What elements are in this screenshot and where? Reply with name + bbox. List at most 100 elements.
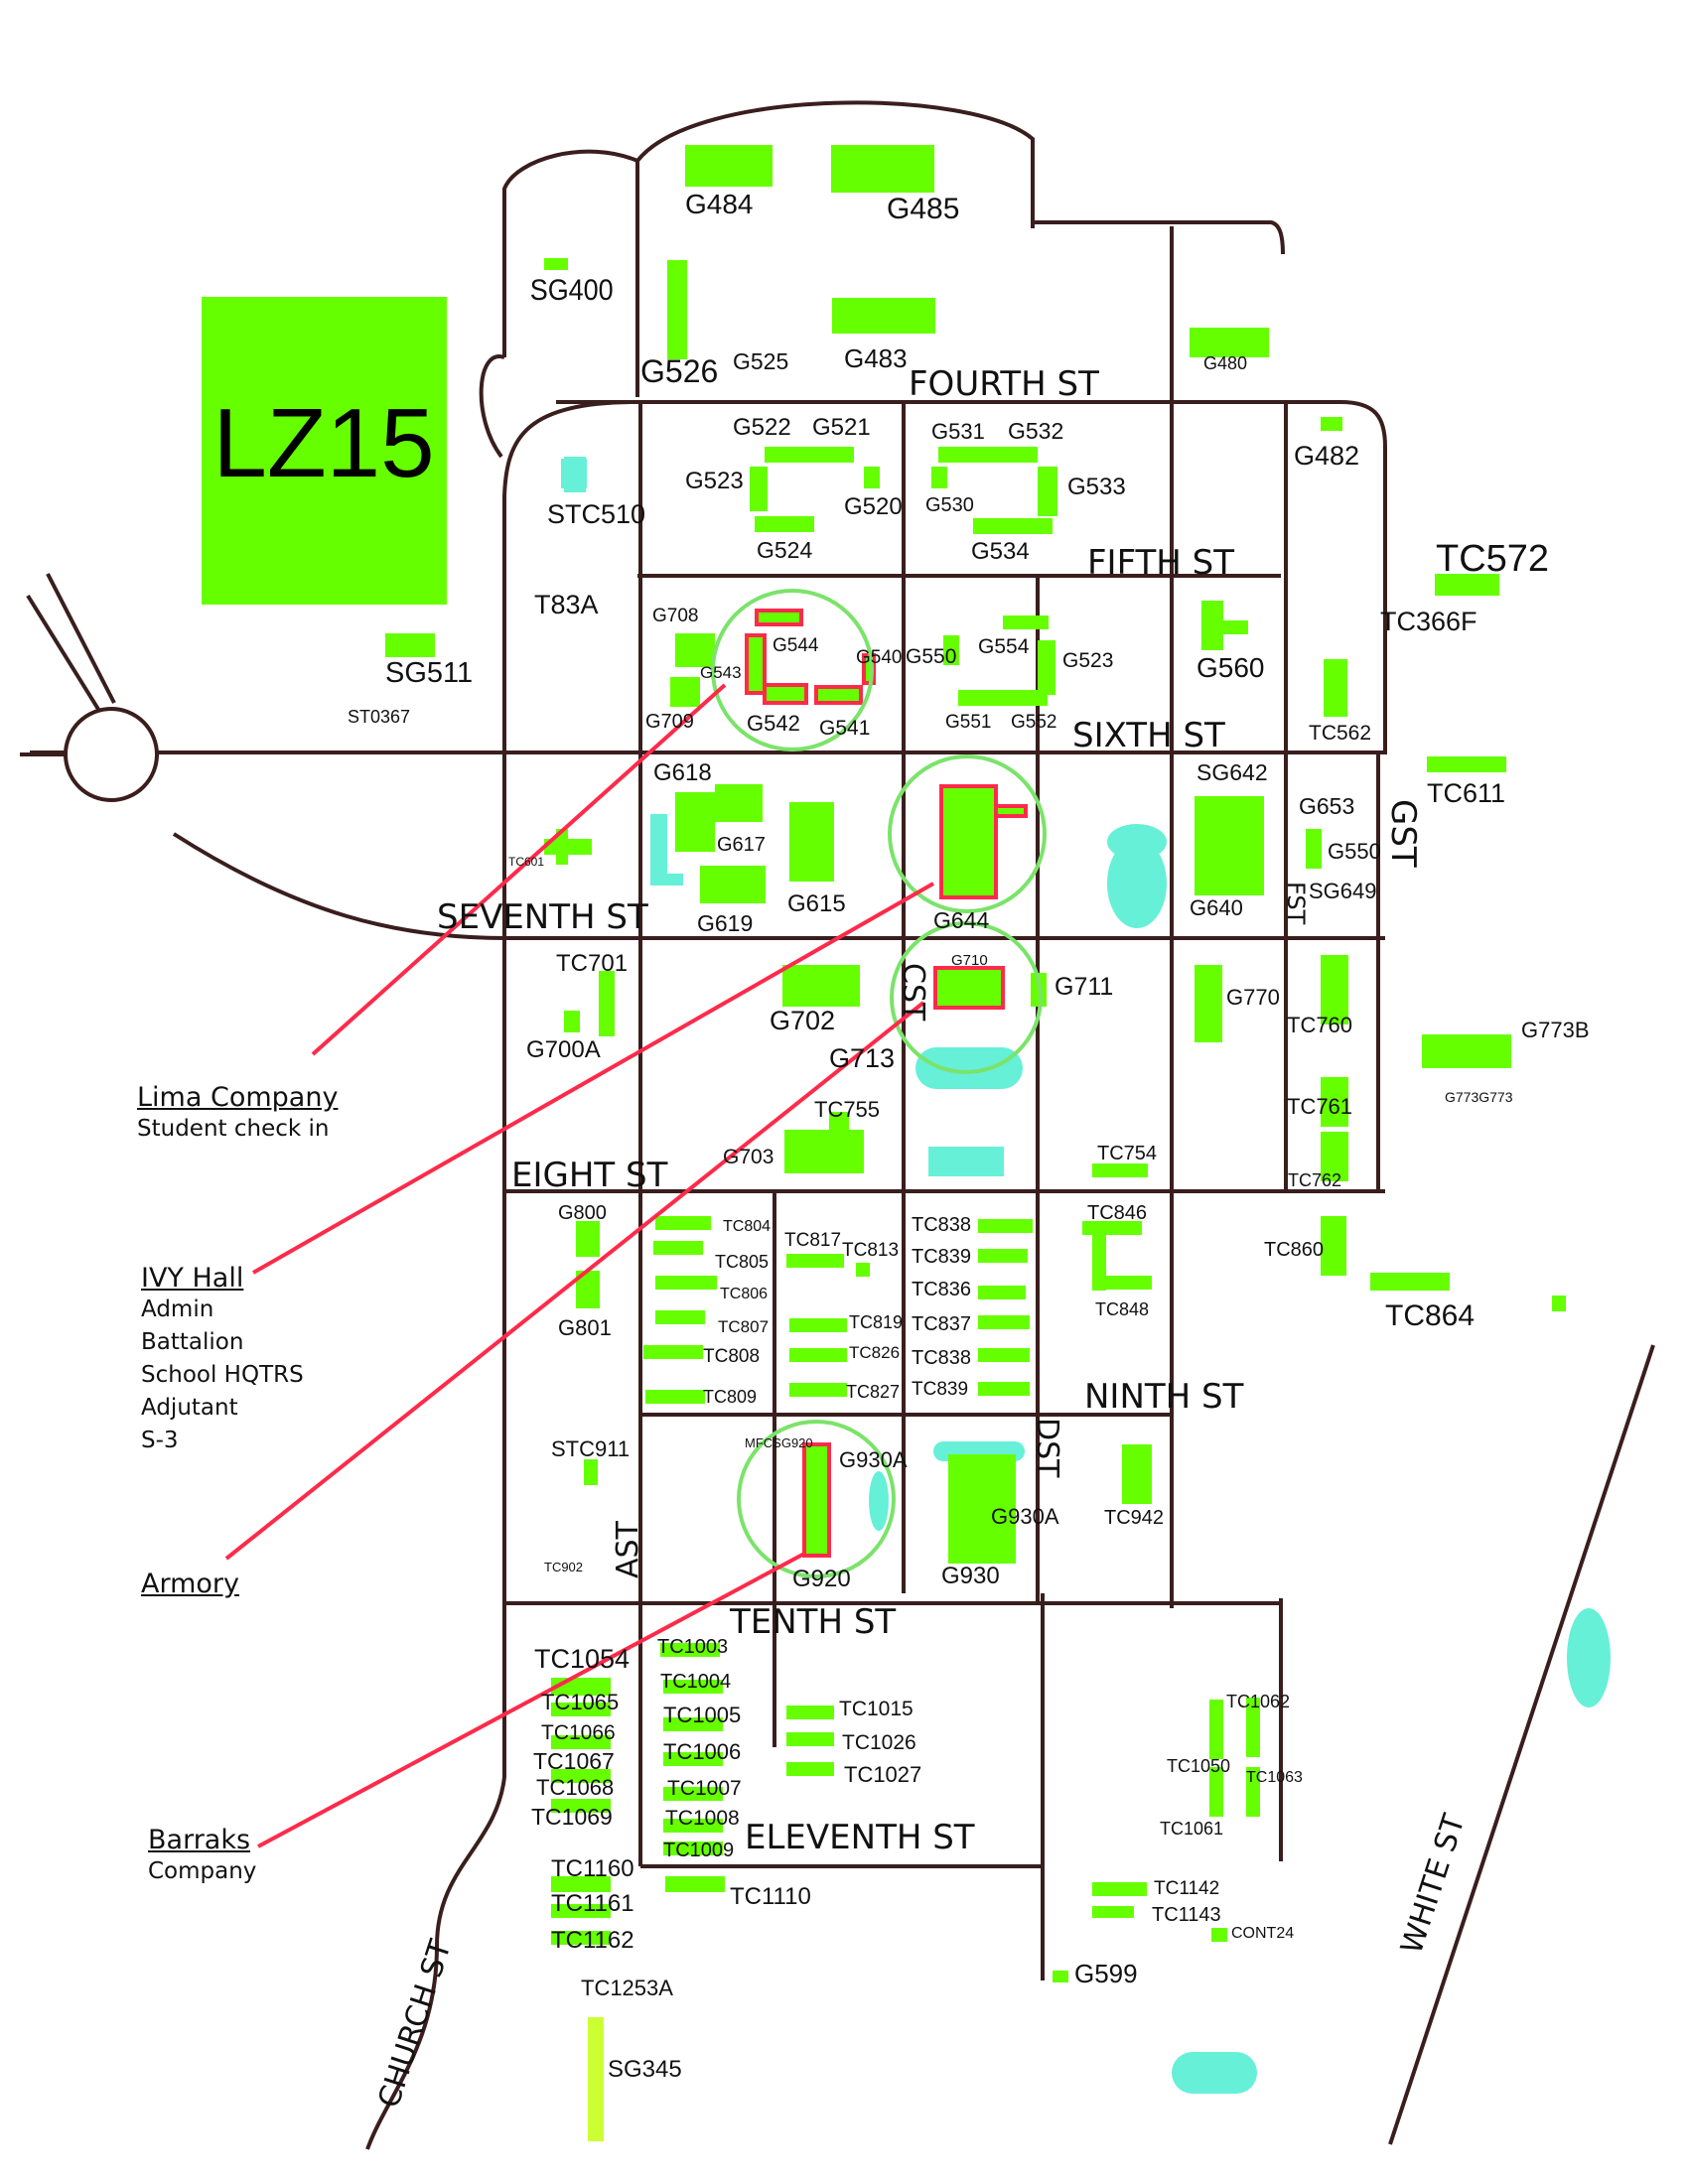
building-tc1063 [1246, 1698, 1260, 1757]
building-tc1026 [786, 1732, 834, 1746]
label-tc1160: TC1160 [551, 1855, 634, 1882]
label-tc1142: TC1142 [1154, 1878, 1219, 1899]
label-g653: G653 [1299, 793, 1354, 819]
building-tc1061 [1246, 1767, 1260, 1817]
label-st0367: ST0367 [348, 707, 410, 727]
circle-barracks [737, 1420, 896, 1578]
building-g551 [958, 690, 1048, 706]
building-g484 [685, 145, 773, 187]
label-tc760: TC760 [1287, 1013, 1352, 1037]
building-tc761 [1321, 1077, 1348, 1127]
label-g801: G801 [558, 1315, 612, 1340]
label-tc1161: TC1161 [551, 1890, 634, 1917]
highlight-g543 [745, 633, 767, 695]
building-tc805 [653, 1241, 703, 1255]
building-tc1110 [665, 1876, 725, 1892]
label-g482: G482 [1294, 441, 1359, 471]
label-g531: G531 [931, 419, 985, 444]
label-tc1054: TC1054 [534, 1644, 630, 1674]
building-sg511 [385, 633, 435, 657]
label-cont24: CONT24 [1231, 1925, 1294, 1942]
label-g526: G526 [640, 353, 718, 389]
building-tc754 [1092, 1163, 1148, 1177]
label-tc839b: TC839 [912, 1379, 968, 1400]
legend-lima-line: Student check in [137, 1116, 330, 1142]
label-tc1015: TC1015 [839, 1698, 914, 1720]
building-g534 [973, 518, 1053, 534]
building-tc1006 [663, 1752, 723, 1766]
label-tc819: TC819 [849, 1312, 903, 1332]
circle-lima [711, 589, 874, 751]
road-network [20, 100, 1387, 2150]
label-tc366f: TC366F [1380, 607, 1477, 636]
label-g534: G534 [971, 538, 1030, 565]
label-g920: G920 [792, 1566, 851, 1592]
building-tc806 [655, 1276, 717, 1290]
label-g530: G530 [925, 494, 974, 516]
legend-lima-title: Lima Company [137, 1082, 339, 1113]
building-g526 [667, 260, 687, 359]
label-sg649: SG649 [1309, 879, 1377, 903]
building-tc1066 [551, 1703, 611, 1716]
label-g543: G543 [700, 663, 742, 682]
label-g930: G930 [941, 1563, 1000, 1589]
highlight-g544 [755, 609, 803, 626]
label-tc1004: TC1004 [660, 1671, 731, 1693]
label-tc572: TC572 [1436, 538, 1549, 580]
street-c: CST [896, 963, 930, 1022]
lz15-area [202, 297, 447, 605]
label-g617: G617 [717, 834, 766, 856]
building-tc760 [1321, 955, 1348, 1024]
building-tc1027 [786, 1762, 834, 1776]
building-g550b [1306, 829, 1322, 869]
label-g773b: G773B [1521, 1018, 1590, 1042]
building-g520 [864, 467, 880, 488]
label-sg345: SG345 [608, 2056, 682, 2083]
roundabout-roads [26, 573, 159, 802]
water-pool-f [869, 1471, 889, 1531]
label-g552: G552 [1011, 712, 1056, 733]
legend-barracks-line: Company [148, 1858, 257, 1884]
building-tc848 [1102, 1276, 1152, 1290]
building-g615 [789, 802, 834, 882]
legend-ivy-line: School HQTRS [141, 1362, 304, 1388]
building-tc1050 [1209, 1767, 1223, 1817]
label-tc805: TC805 [715, 1252, 769, 1272]
building-g599 [1053, 1971, 1068, 1982]
label-g520: G520 [844, 493, 903, 520]
building-tc807 [655, 1310, 705, 1324]
label-g560: G560 [1196, 652, 1265, 683]
label-tc1008: TC1008 [665, 1807, 740, 1830]
building-tc837 [978, 1315, 1030, 1329]
label-tc701: TC701 [556, 950, 628, 977]
building-tc601b [556, 829, 568, 865]
label-stc510: STC510 [547, 499, 645, 529]
label-g521: G521 [812, 414, 871, 441]
building-g554 [1003, 615, 1049, 629]
legend-armory-title: Armory [141, 1569, 239, 1599]
white-street-road [1388, 1344, 1655, 2145]
legend-ivy-line: Admin [141, 1297, 214, 1322]
label-t83a: T83A [534, 590, 599, 619]
label-g544: G544 [773, 635, 819, 656]
building-tc1161 [551, 1904, 611, 1918]
building-g709 [670, 677, 700, 707]
building-tc1062 [1209, 1700, 1223, 1759]
legend-ivy-line: S-3 [141, 1428, 179, 1453]
street-d: DST [1030, 1418, 1064, 1478]
label-g800: G800 [558, 1202, 607, 1224]
label-tc1067: TC1067 [533, 1748, 615, 1774]
water-pond-lower [1107, 839, 1167, 928]
building-tc1162 [551, 1931, 611, 1945]
label-g709: G709 [645, 711, 694, 733]
street-seventh: SEVENTH ST [437, 897, 648, 937]
label-g550a: G550 [906, 645, 956, 668]
label-tc1006: TC1006 [663, 1739, 741, 1764]
water-pool-d [928, 1147, 1004, 1176]
lz15-label: LZ15 [212, 388, 434, 497]
building-g773 [1422, 1034, 1511, 1068]
label-tc860: TC860 [1264, 1239, 1324, 1261]
label-tc762: TC762 [1288, 1170, 1341, 1190]
street-church: CHURCH ST [371, 1935, 459, 2112]
building-small-east [1552, 1296, 1566, 1311]
